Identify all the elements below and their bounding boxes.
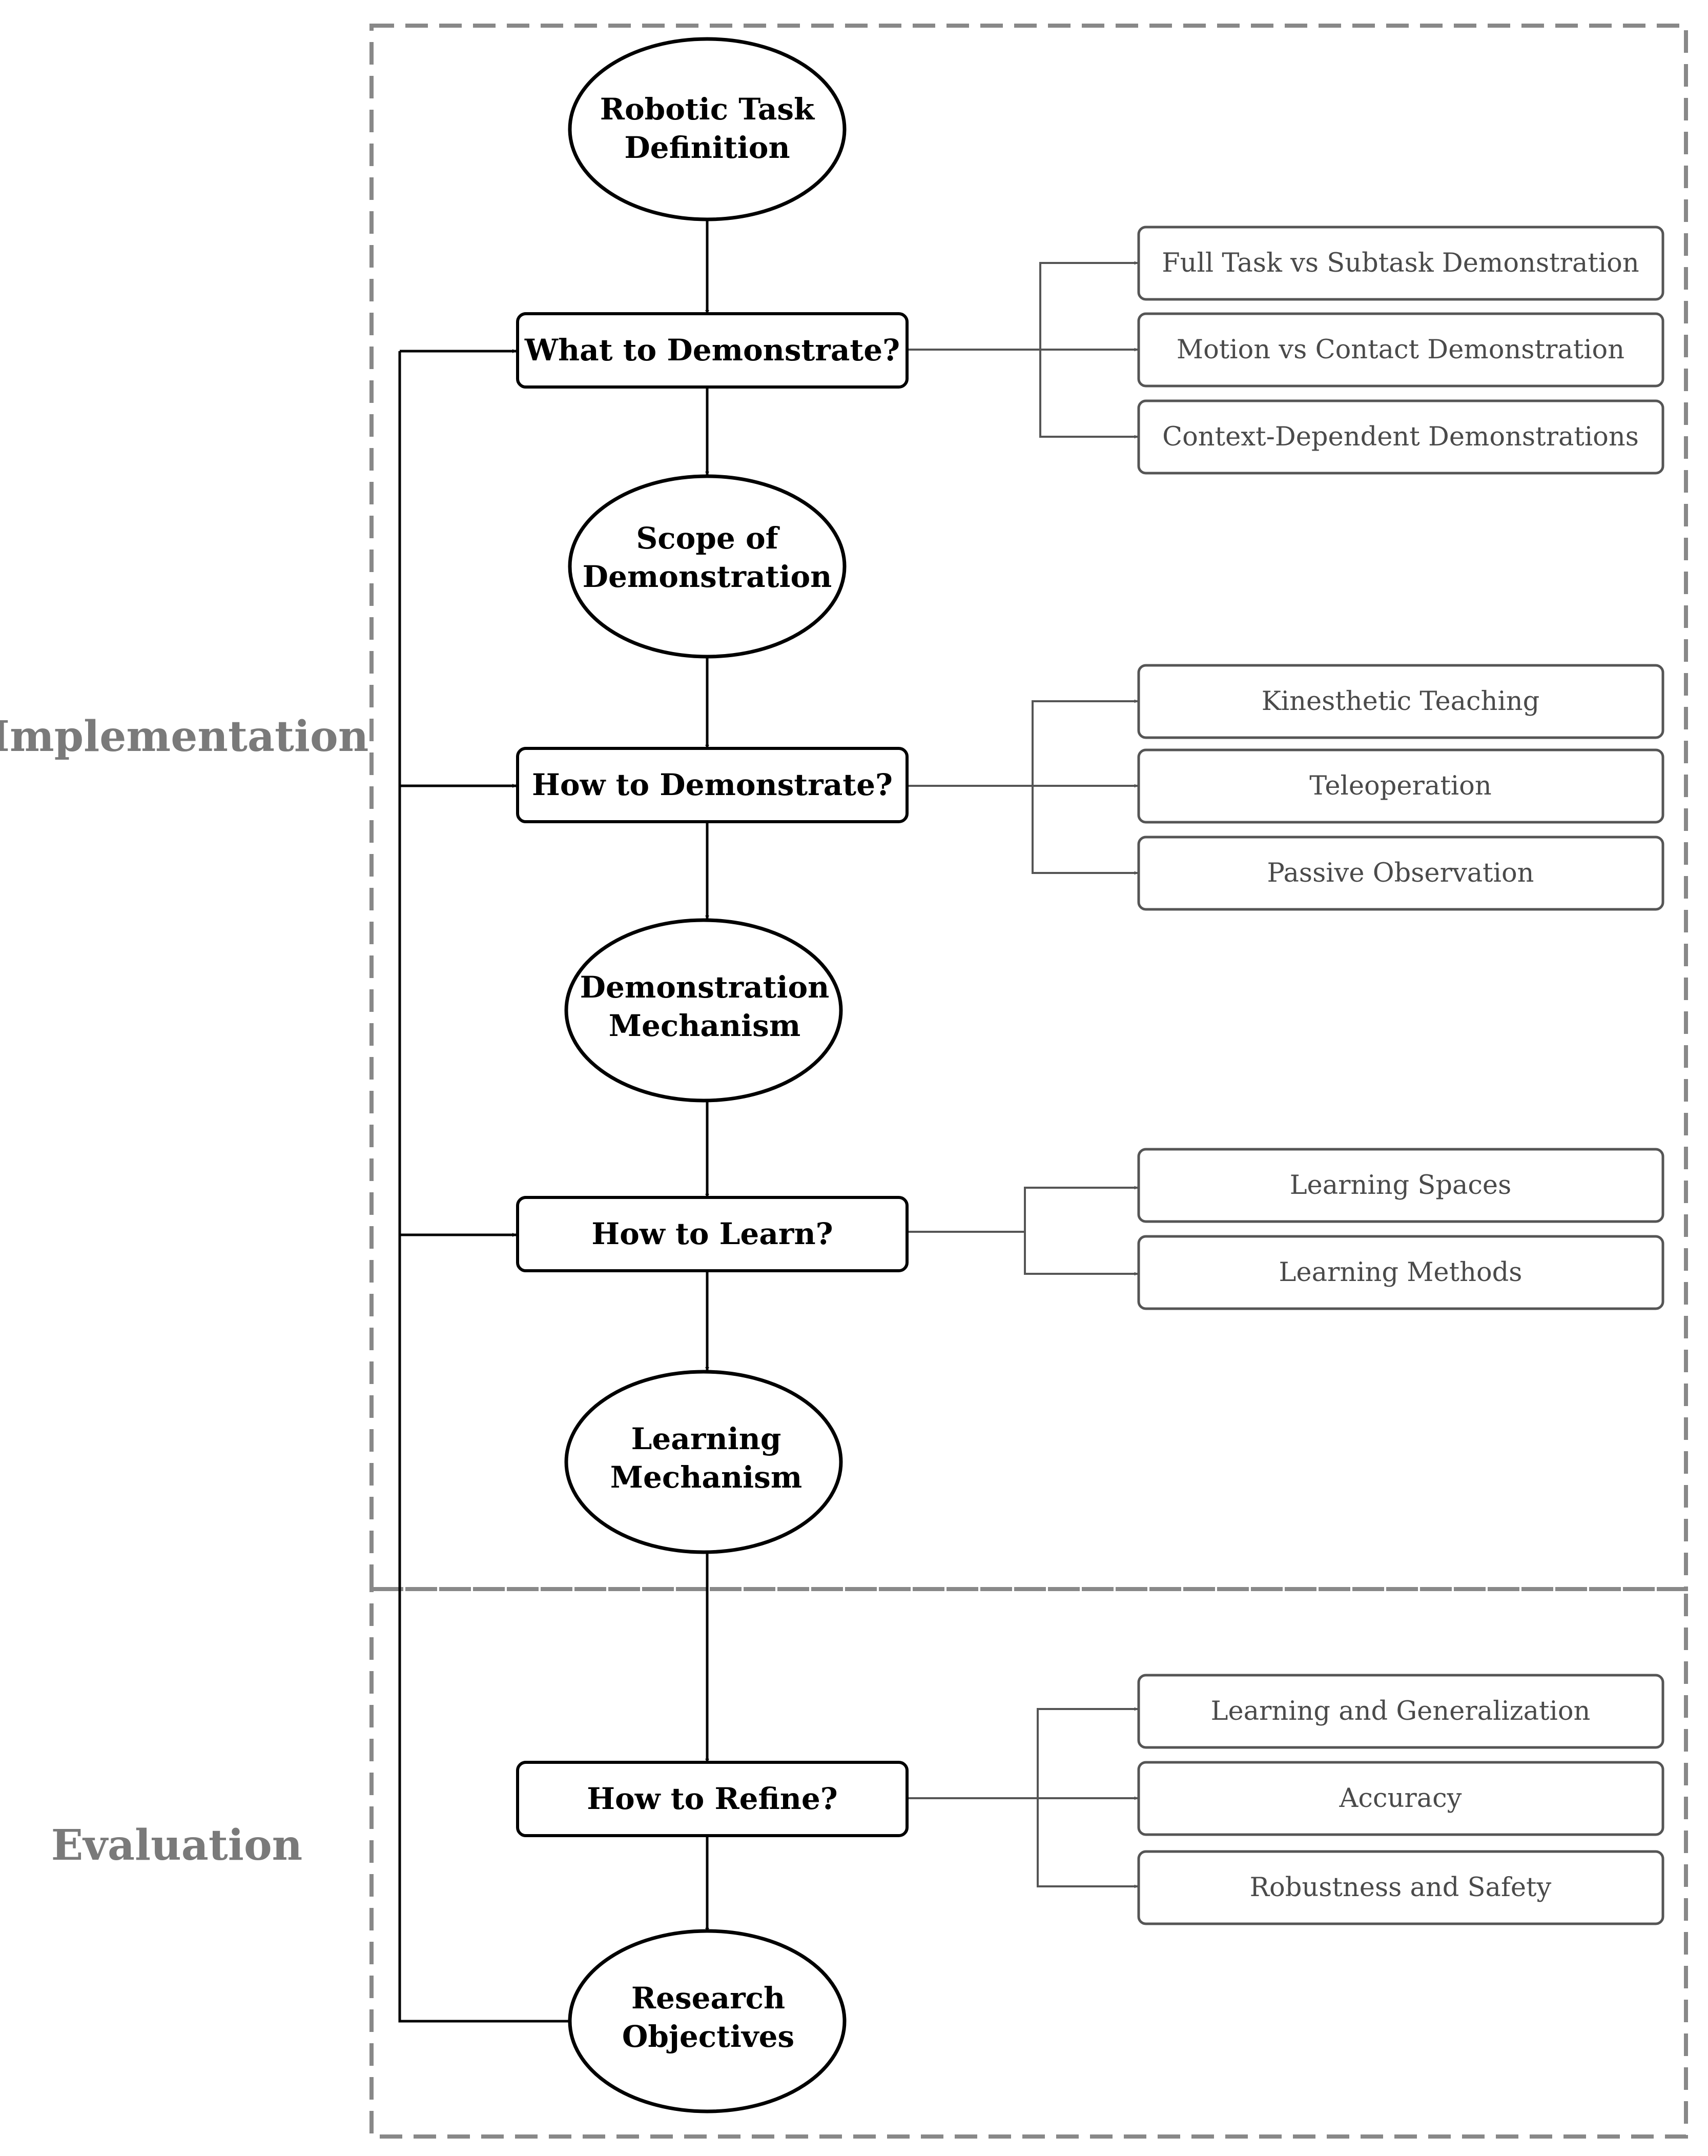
branch-learning-methods: Learning Methods bbox=[1137, 1235, 1664, 1310]
branch-learning-and-generalization: Learning and Generalization bbox=[1137, 1674, 1664, 1749]
node-line-2: Demonstration bbox=[583, 559, 832, 594]
branch-label: Teleoperation bbox=[1309, 771, 1491, 801]
branch-label: Full Task vs Subtask Demonstration bbox=[1162, 248, 1639, 278]
node-line-2: Mechanism bbox=[610, 1460, 802, 1495]
node-label: How to Learn? bbox=[591, 1216, 833, 1251]
branch-group-how-to-learn: Learning Spaces Learning Methods bbox=[1137, 1148, 1664, 1310]
branch-label: Robustness and Safety bbox=[1250, 1873, 1552, 1903]
branch-label: Context-Dependent Demonstrations bbox=[1162, 422, 1639, 452]
node-line-1: Scope of bbox=[636, 521, 780, 556]
branch-label: Learning Methods bbox=[1279, 1257, 1522, 1288]
branch-context-dependent: Context-Dependent Demonstrations bbox=[1137, 399, 1664, 475]
node-line-1: Learning bbox=[631, 1421, 781, 1456]
branch-label: Accuracy bbox=[1339, 1783, 1462, 1814]
node-how-to-demonstrate: How to Demonstrate? bbox=[516, 747, 909, 823]
evaluation-section-border bbox=[369, 1587, 1688, 2139]
node-line-2: Definition bbox=[624, 130, 790, 165]
node-line-1: Robotic Task bbox=[600, 92, 815, 127]
node-research-objectives: Research Objectives bbox=[568, 1929, 847, 2113]
feedback-loop bbox=[398, 349, 569, 2023]
node-line-1: Demonstration bbox=[580, 970, 830, 1005]
section-borders bbox=[369, 24, 1688, 2139]
branch-label: Learning Spaces bbox=[1290, 1170, 1512, 1201]
evaluation-section-label: Evaluation bbox=[51, 1821, 303, 1870]
branch-passive-observation: Passive Observation bbox=[1137, 836, 1664, 911]
branch-robustness-and-safety: Robustness and Safety bbox=[1137, 1850, 1664, 1925]
branch-group-how-to-demonstrate: Kinesthetic Teaching Teleoperation Passi… bbox=[1137, 664, 1664, 911]
branch-learning-spaces: Learning Spaces bbox=[1137, 1148, 1664, 1223]
branch-teleoperation: Teleoperation bbox=[1137, 748, 1664, 824]
node-label: What to Demonstrate? bbox=[524, 333, 900, 368]
node-demonstration-mechanism: Demonstration Mechanism bbox=[564, 918, 843, 1103]
node-label: How to Refine? bbox=[587, 1781, 838, 1816]
feedback-line bbox=[398, 351, 569, 2023]
node-line-2: Mechanism bbox=[609, 1008, 800, 1043]
node-scope-of-demonstration: Scope of Demonstration bbox=[568, 474, 847, 659]
node-how-to-learn: How to Learn? bbox=[516, 1196, 909, 1272]
branch-full-task-vs-subtask: Full Task vs Subtask Demonstration bbox=[1137, 226, 1664, 301]
node-line-1: Research bbox=[631, 1981, 785, 2016]
node-how-to-refine: How to Refine? bbox=[516, 1761, 909, 1837]
node-what-to-demonstrate: What to Demonstrate? bbox=[516, 312, 909, 389]
branch-connectors bbox=[907, 261, 1138, 1888]
node-learning-mechanism: Learning Mechanism bbox=[564, 1370, 843, 1554]
branch-accuracy: Accuracy bbox=[1137, 1761, 1664, 1836]
implementation-section-label: Implementation bbox=[0, 712, 368, 761]
branch-motion-vs-contact: Motion vs Contact Demonstration bbox=[1137, 312, 1664, 388]
branch-group-what-to-demonstrate: Full Task vs Subtask Demonstration Motio… bbox=[1137, 226, 1664, 475]
branch-group-how-to-refine: Learning and Generalization Accuracy Rob… bbox=[1137, 1674, 1664, 1925]
node-label: How to Demonstrate? bbox=[532, 767, 893, 802]
node-line-2: Objectives bbox=[622, 2019, 794, 2054]
branch-label: Motion vs Contact Demonstration bbox=[1177, 335, 1624, 365]
branch-label: Learning and Generalization bbox=[1211, 1696, 1591, 1726]
branch-label: Kinesthetic Teaching bbox=[1262, 686, 1540, 717]
node-robotic-task-definition: Robotic Task Definition bbox=[568, 37, 847, 221]
branch-kinesthetic-teaching: Kinesthetic Teaching bbox=[1137, 664, 1664, 739]
branch-label: Passive Observation bbox=[1267, 858, 1534, 888]
